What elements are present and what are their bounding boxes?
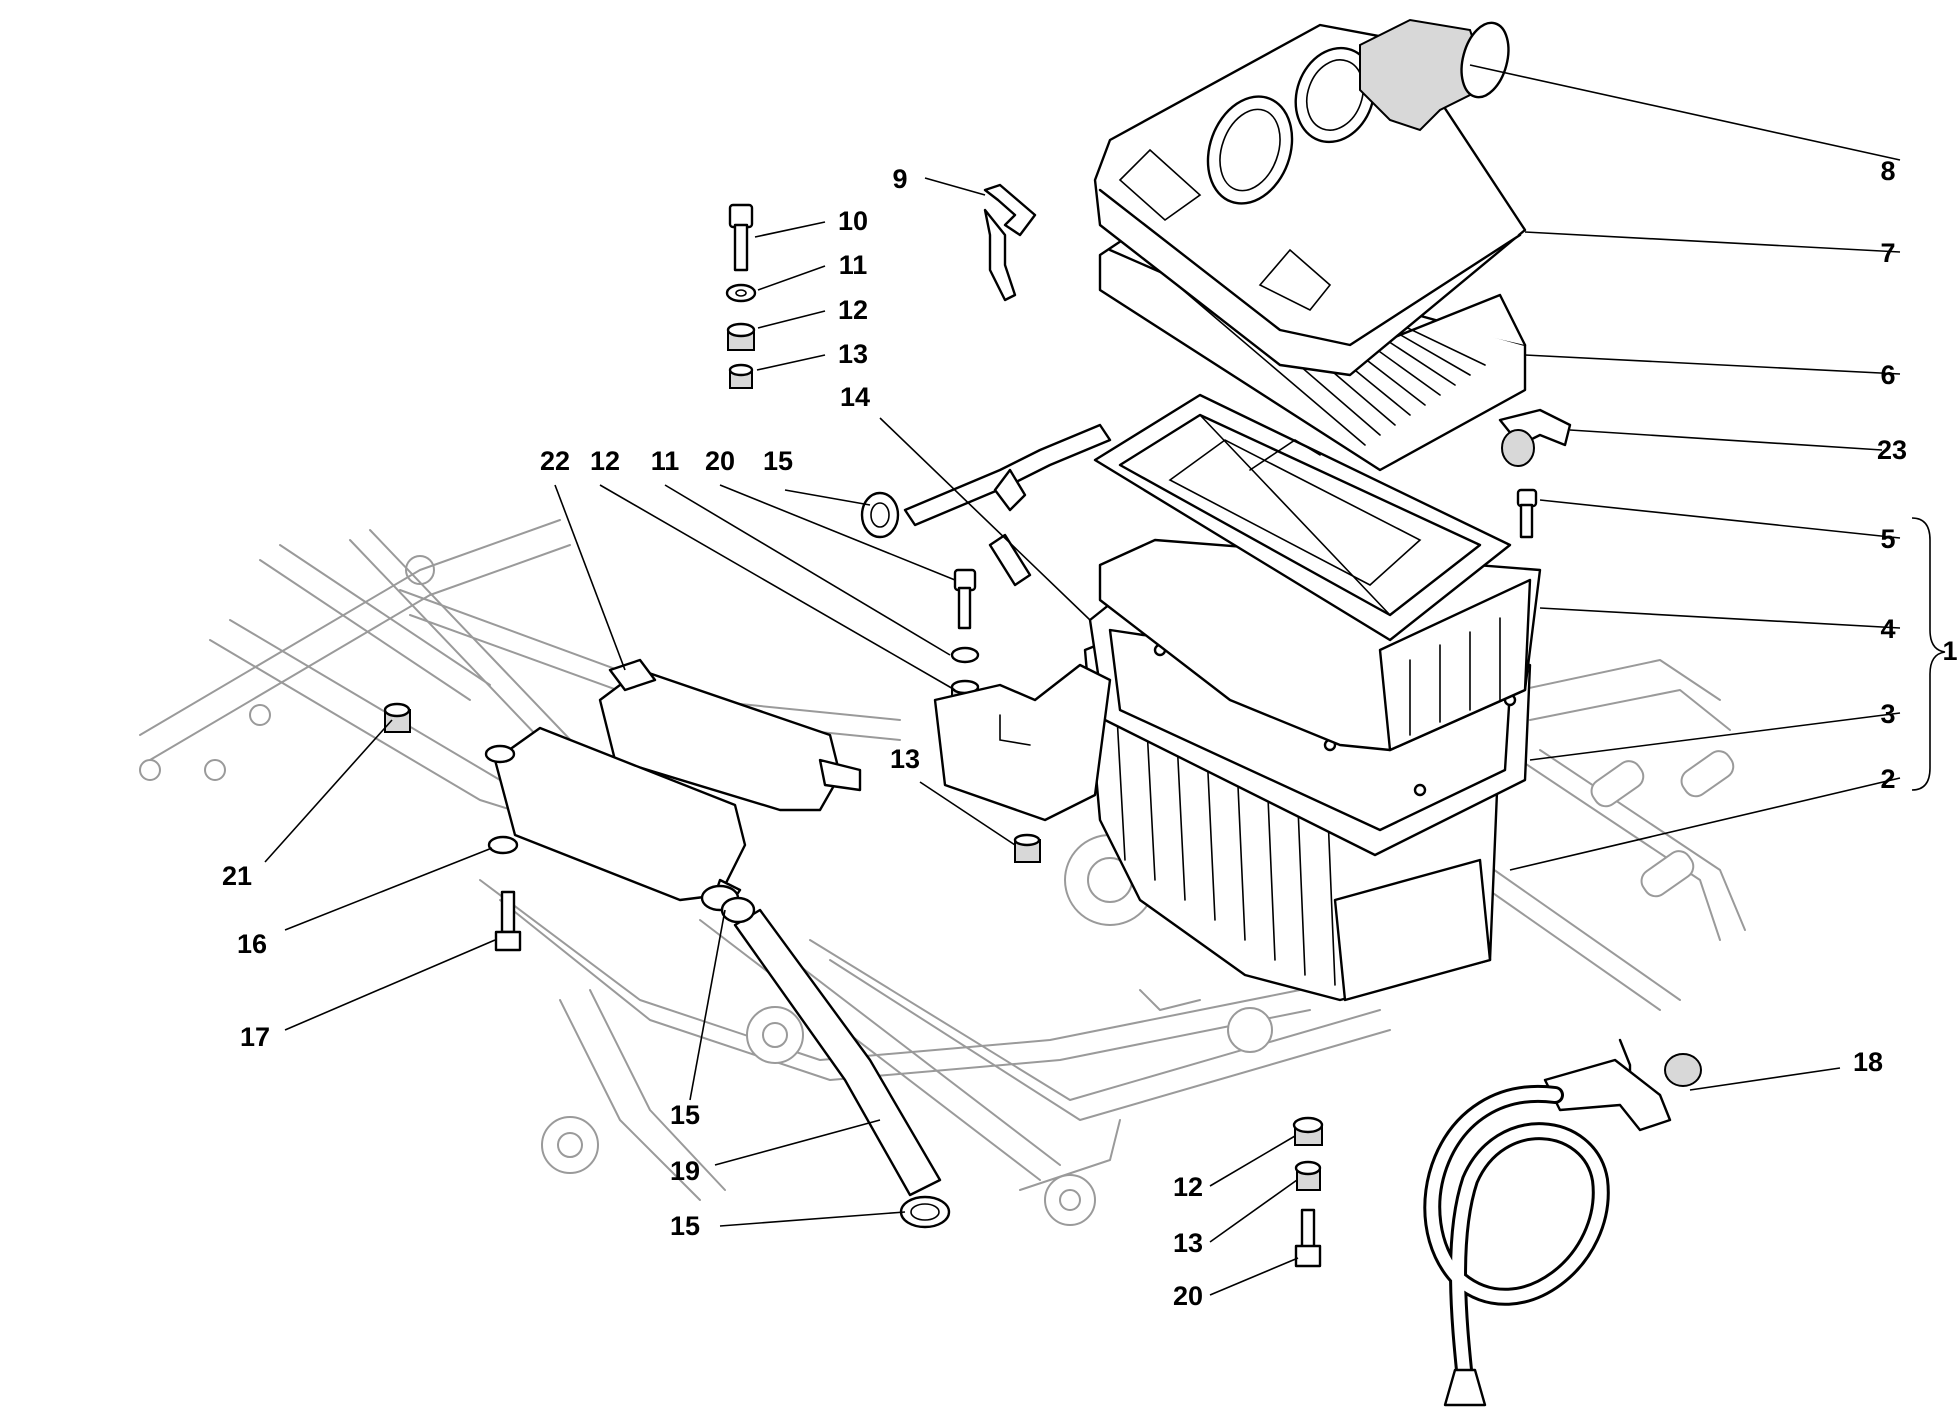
bolt-20-middle bbox=[953, 568, 977, 630]
callout-20-middle: 20 bbox=[705, 446, 735, 476]
callout-2: 2 bbox=[1880, 764, 1895, 794]
washer-16 bbox=[487, 835, 519, 855]
callout-13-middle: 13 bbox=[890, 744, 920, 774]
washer-11-middle bbox=[950, 646, 980, 664]
spacer-13-bottom bbox=[1294, 1160, 1322, 1191]
callout-7: 7 bbox=[1880, 238, 1895, 268]
callout-12-middle: 12 bbox=[590, 446, 620, 476]
callout-9: 9 bbox=[892, 164, 907, 194]
callout-5: 5 bbox=[1880, 524, 1895, 554]
leader-lines bbox=[264, 64, 1946, 1296]
intake-bellmouth bbox=[1359, 18, 1510, 132]
grommet-21 bbox=[383, 702, 411, 733]
callout-11: 11 bbox=[839, 250, 868, 280]
filter-frame bbox=[1093, 393, 1512, 642]
callout-15-left: 15 bbox=[670, 1100, 700, 1130]
callout-20-bottom: 20 bbox=[1173, 1281, 1203, 1311]
rubber-pad bbox=[484, 744, 516, 764]
callout-11-middle: 11 bbox=[651, 446, 680, 476]
callout-13-bottom: 13 bbox=[1173, 1228, 1203, 1258]
callout-4: 4 bbox=[1880, 614, 1895, 644]
washer-11 bbox=[725, 283, 757, 303]
hose-clamp-15-upper bbox=[860, 491, 900, 539]
callout-23: 23 bbox=[1877, 435, 1907, 465]
callout-22: 22 bbox=[540, 446, 570, 476]
grommet-12 bbox=[726, 322, 756, 351]
callout-16: 16 bbox=[237, 929, 267, 959]
callout-8: 8 bbox=[1880, 156, 1895, 186]
callout-12: 12 bbox=[838, 295, 868, 325]
clip bbox=[983, 183, 1037, 302]
expansion-tank-22-rear bbox=[598, 658, 862, 812]
hose-19 bbox=[733, 908, 942, 1197]
hose-clamp-15-left bbox=[700, 884, 756, 924]
callout-12-bottom: 12 bbox=[1173, 1172, 1203, 1202]
callout-19: 19 bbox=[670, 1156, 700, 1186]
callout-1: 1 bbox=[1942, 636, 1957, 666]
callout-13: 13 bbox=[838, 339, 868, 369]
mounting-bracket bbox=[933, 663, 1112, 822]
grommet-12-bottom bbox=[1292, 1116, 1324, 1146]
spacer-13-middle bbox=[1013, 833, 1041, 863]
callout-3: 3 bbox=[1880, 699, 1895, 729]
callout-10: 10 bbox=[838, 206, 868, 236]
screw-5 bbox=[1516, 488, 1538, 539]
callout-21: 21 bbox=[222, 861, 252, 891]
callout-14: 14 bbox=[840, 382, 870, 412]
callout-labels: 1 2 3 4 5 6 7 8 9 10 11 12 13 14 22 12 1… bbox=[222, 156, 1958, 1311]
callout-15-bottom: 15 bbox=[670, 1211, 700, 1241]
elbow-hose-23 bbox=[1498, 408, 1572, 467]
callout-6: 6 bbox=[1880, 360, 1895, 390]
callout-17: 17 bbox=[240, 1022, 270, 1052]
spacer-13 bbox=[728, 363, 754, 389]
bolt-10 bbox=[728, 203, 754, 272]
callout-18: 18 bbox=[1853, 1047, 1883, 1077]
drain-hose-18 bbox=[1423, 1038, 1702, 1407]
screw-17 bbox=[494, 890, 522, 952]
breather-hose-14 bbox=[988, 533, 1032, 587]
bolt-20-bottom bbox=[1294, 1208, 1322, 1268]
hose-clamp-15-bottom bbox=[899, 1195, 951, 1229]
breather-hose-upper bbox=[903, 423, 1112, 527]
callout-15-upper: 15 bbox=[763, 446, 793, 476]
